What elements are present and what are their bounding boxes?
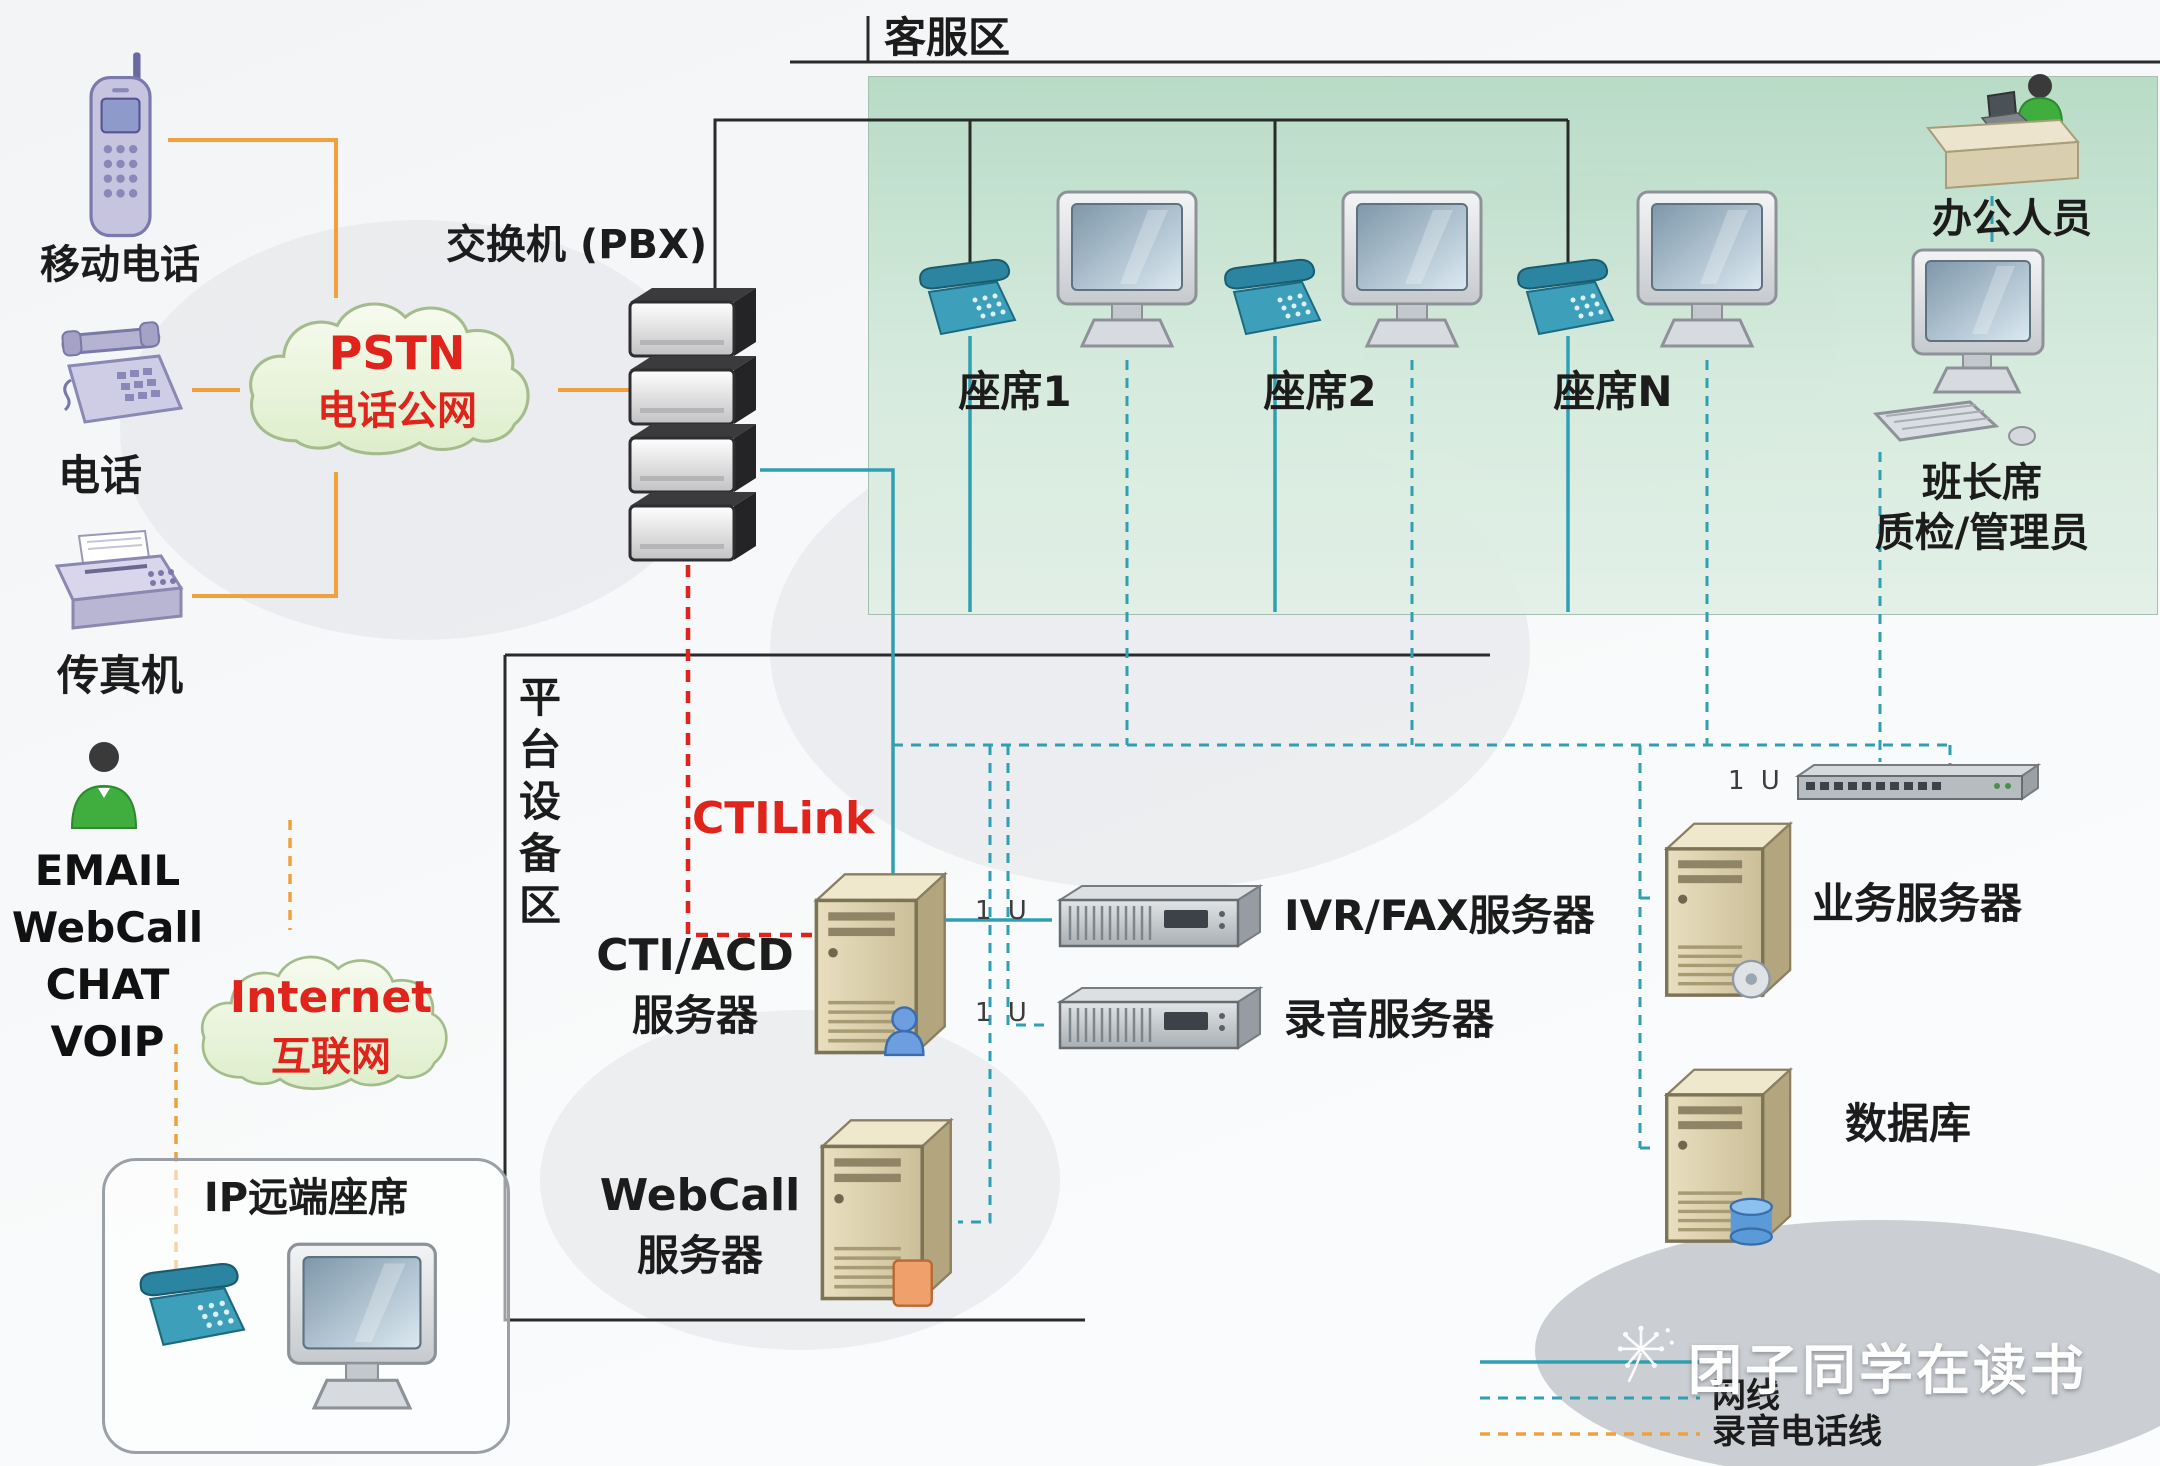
agent2-label: 座席2: [1263, 367, 1377, 416]
channel-voip: VOIP: [50, 1017, 165, 1066]
webcall-server-icon: [819, 1117, 954, 1307]
internet-label: Internet: [229, 972, 433, 1023]
platform-area-label: 平 台 设 备 区: [518, 673, 561, 930]
agent1-phone-icon: [919, 258, 1017, 336]
cloud-shape: [201, 955, 448, 1090]
pstn-sublabel: 电话公网: [317, 388, 477, 434]
supervisor-label-line1: 班长席: [1922, 460, 2042, 506]
cti-server-icon: [813, 871, 948, 1057]
watermark-text: 团子同学在读书: [1688, 1339, 2087, 1402]
mobile-phone-icon: [89, 52, 152, 238]
fax-machine-label: 传真机: [56, 651, 183, 700]
supervisor-computer-icon: [1872, 248, 2045, 446]
channel-list: EMAIL WebCall CHAT VOIP: [0, 842, 215, 1070]
legend-net-label: 网线: [1712, 1376, 1780, 1416]
watermark-dandelion-icon: [1617, 1325, 1674, 1383]
business-server-label: 业务服务器: [1812, 879, 2023, 928]
business-server-icon: [1663, 821, 1794, 999]
ivr-rack-unit-label: 1 U: [975, 896, 1031, 926]
ctilink-label: CTILink: [692, 793, 875, 844]
legend-record-line-label: 录音电话线: [1712, 1412, 1882, 1452]
database-server-icon: [1663, 1067, 1794, 1246]
channel-email: EMAIL: [34, 846, 181, 895]
pbx-switch-icon: [628, 288, 756, 562]
pstn-label: PSTN: [328, 326, 466, 380]
office-staff-label: 办公人员: [1932, 196, 2092, 242]
agent1-monitor-icon: [1056, 190, 1198, 348]
teal-dashed-lines: [891, 196, 1994, 1400]
telephone-label: 电话: [57, 451, 142, 500]
cloud-shape: [249, 302, 530, 456]
teal-solid-lines: [760, 336, 1700, 1364]
ivr-fax-server-label: IVR/FAX服务器: [1284, 891, 1595, 940]
office-staff-icon: [1926, 74, 2080, 190]
agentN-monitor-icon: [1636, 190, 1778, 348]
switch-unit-label: 1 U: [1728, 766, 1784, 796]
agentN-phone-icon: [1517, 258, 1615, 336]
agent1-label: 座席1: [958, 367, 1072, 416]
ip-remote-monitor-icon: [287, 1242, 437, 1410]
orange-solid-lines: [168, 138, 632, 598]
supervisor-label-line2: 质检/管理员: [1874, 510, 2090, 556]
ip-remote-label: IP远端座席: [203, 1175, 409, 1221]
network-switch-icon: [1794, 763, 2042, 801]
channel-chat: CHAT: [45, 960, 170, 1009]
ivr-fax-server-icon: [1056, 884, 1264, 948]
cti-server-label-line2: 服务器: [631, 991, 758, 1040]
agentN-label: 座席N: [1553, 367, 1673, 416]
web-user-icon: [70, 742, 138, 829]
database-label: 数据库: [1845, 1099, 1972, 1148]
ctilink-line: [685, 565, 812, 938]
recording-server-label: 录音服务器: [1284, 995, 1495, 1044]
telephone-icon: [61, 321, 184, 424]
recording-server-icon: [1056, 986, 1264, 1050]
mobile-phone-label: 移动电话: [40, 242, 200, 288]
channel-webcall: WebCall: [11, 903, 204, 952]
webcall-server-label-line1: WebCall: [599, 1170, 801, 1221]
internet-sublabel: 互联网: [271, 1034, 391, 1080]
ip-remote-phone-icon: [139, 1263, 246, 1347]
cti-server-label-line1: CTI/ACD: [596, 930, 794, 981]
pbx-label: 交换机 (PBX): [446, 222, 708, 268]
record-rack-unit-label: 1 U: [975, 998, 1031, 1028]
fax-machine-icon: [54, 529, 184, 630]
pstn-cloud: PSTN 电话公网: [232, 276, 562, 482]
service-area-label: 客服区: [884, 13, 1011, 62]
agent2-phone-icon: [1224, 258, 1322, 336]
agent2-monitor-icon: [1341, 190, 1483, 348]
webcall-server-label-line2: 服务器: [636, 1231, 763, 1280]
internet-cloud: Internet 互联网: [186, 916, 476, 1130]
